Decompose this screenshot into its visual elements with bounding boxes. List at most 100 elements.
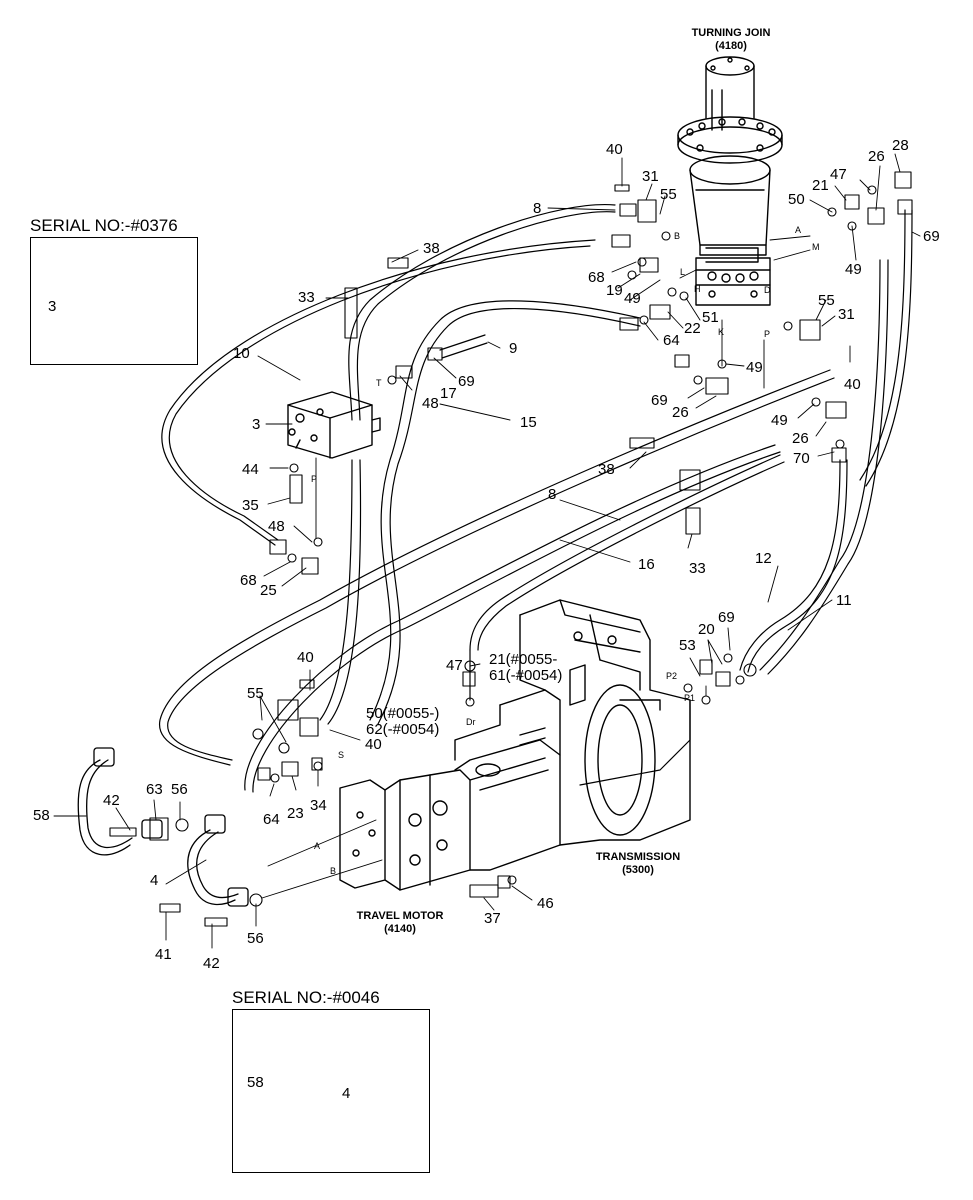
callout-8: 8 xyxy=(548,486,557,503)
port-label-H: H xyxy=(694,284,701,294)
callout-62-range: 62(-#0054) xyxy=(366,721,440,738)
callout-33: 33 xyxy=(298,289,315,306)
callout-33: 33 xyxy=(689,560,706,577)
port-label-B: B xyxy=(674,231,681,241)
callout-4: 4 xyxy=(150,872,159,889)
callout-55: 55 xyxy=(247,685,264,702)
callout-31: 31 xyxy=(838,306,855,323)
callout-56: 56 xyxy=(171,781,188,798)
callout-10: 10 xyxy=(233,345,250,362)
leader-lines xyxy=(53,153,921,1095)
callout-47: 47 xyxy=(446,657,463,674)
port-label-P-valve: P xyxy=(311,474,318,484)
callout-56: 56 xyxy=(247,930,264,947)
port-label-S: S xyxy=(338,750,345,760)
port-label-A-motor: A xyxy=(314,841,321,851)
callout-64: 64 xyxy=(663,332,680,349)
callout-44: 44 xyxy=(242,461,259,478)
port-label-M: M xyxy=(812,242,820,252)
callout-15: 15 xyxy=(520,414,537,431)
callout-17: 17 xyxy=(440,385,457,402)
transmission-code: (5300) xyxy=(622,863,654,876)
callout-46: 46 xyxy=(537,895,554,912)
fittings xyxy=(109,171,913,927)
callout-22: 22 xyxy=(684,320,701,337)
inset-serial-0376-title: SERIAL NO:-#0376 xyxy=(30,216,178,235)
turning-joint-title: TURNING JOIN xyxy=(691,27,771,39)
callout-28: 28 xyxy=(892,137,909,154)
callout-49: 49 xyxy=(746,359,763,376)
callout-69: 69 xyxy=(923,228,940,245)
callout-68: 68 xyxy=(588,269,605,286)
callout-11: 11 xyxy=(836,592,852,609)
callout-40: 40 xyxy=(844,376,861,393)
port-label-P1: P1 xyxy=(684,693,696,703)
transmission-drawing xyxy=(519,599,691,846)
callout-47: 47 xyxy=(830,166,847,183)
turning-joint-caption: TURNING JOIN (4180) xyxy=(676,27,786,52)
callout-16: 16 xyxy=(638,556,655,573)
port-label-K: K xyxy=(718,327,725,337)
inset-serial-0376-frame xyxy=(30,237,198,365)
callout-26: 26 xyxy=(792,430,809,447)
callout-53: 53 xyxy=(679,637,696,654)
port-label-P: P xyxy=(764,329,771,339)
callout-70: 70 xyxy=(793,450,810,467)
port-label-T: T xyxy=(376,378,382,388)
callout-19: 19 xyxy=(606,282,623,299)
callout-58: 58 xyxy=(33,807,50,824)
callout-69: 69 xyxy=(718,609,735,626)
callout-48: 48 xyxy=(422,395,439,412)
callout-26: 26 xyxy=(868,148,885,165)
callout-40: 40 xyxy=(606,141,623,158)
inset-callout-3: 3 xyxy=(48,298,57,315)
pipe-58-drawing xyxy=(77,747,163,856)
callout-21-range: 21(#0055- xyxy=(489,651,558,668)
port-label-A: A xyxy=(795,225,802,235)
callout-38: 38 xyxy=(423,240,440,257)
hose-lines xyxy=(159,203,913,793)
callout-37: 37 xyxy=(484,910,501,927)
callout-63: 63 xyxy=(146,781,163,798)
callout-69: 69 xyxy=(458,373,475,390)
callout-3: 3 xyxy=(252,416,261,433)
inset-callout-58: 58 xyxy=(247,1074,264,1091)
callout-69: 69 xyxy=(651,392,668,409)
turning-joint-drawing xyxy=(677,56,783,306)
callout-20: 20 xyxy=(698,621,715,638)
callout-40: 40 xyxy=(365,736,382,753)
callout-40: 40 xyxy=(297,649,314,666)
callout-23: 23 xyxy=(287,805,304,822)
transmission-caption: TRANSMISSION (5300) xyxy=(578,851,698,876)
travel-motor-code: (4140) xyxy=(384,922,416,935)
port-label-P2: P2 xyxy=(666,671,678,681)
callout-9: 9 xyxy=(509,340,518,357)
valve-block-drawing xyxy=(287,391,381,459)
callout-49: 49 xyxy=(771,412,788,429)
callout-8: 8 xyxy=(533,200,542,217)
callout-55: 55 xyxy=(660,186,677,203)
callout-55: 55 xyxy=(818,292,835,309)
port-label-B-motor: B xyxy=(330,866,337,876)
travel-motor-caption: TRAVEL MOTOR (4140) xyxy=(336,910,464,935)
port-label-L: L xyxy=(680,267,686,277)
transmission-title: TRANSMISSION xyxy=(595,851,681,863)
travel-motor-title: TRAVEL MOTOR xyxy=(356,910,444,922)
callout-35: 35 xyxy=(242,497,259,514)
callout-49: 49 xyxy=(624,290,641,307)
callout-50-range: 50(#0055-) xyxy=(366,705,440,722)
callout-41: 41 xyxy=(155,946,172,963)
callout-21: 21 xyxy=(812,177,829,194)
turning-joint-code: (4180) xyxy=(715,39,747,52)
inset-callout-4: 4 xyxy=(342,1085,351,1102)
port-label-Dr: Dr xyxy=(466,717,476,727)
inset-serial-0046-title: SERIAL NO:-#0046 xyxy=(232,988,380,1007)
callout-12: 12 xyxy=(755,550,772,567)
callout-42: 42 xyxy=(203,955,220,972)
travel-motor-drawing xyxy=(339,689,561,891)
callout-26: 26 xyxy=(672,404,689,421)
inset-serial-0046-frame xyxy=(232,1009,430,1173)
callout-42: 42 xyxy=(103,792,120,809)
callout-51: 51 xyxy=(702,309,719,326)
